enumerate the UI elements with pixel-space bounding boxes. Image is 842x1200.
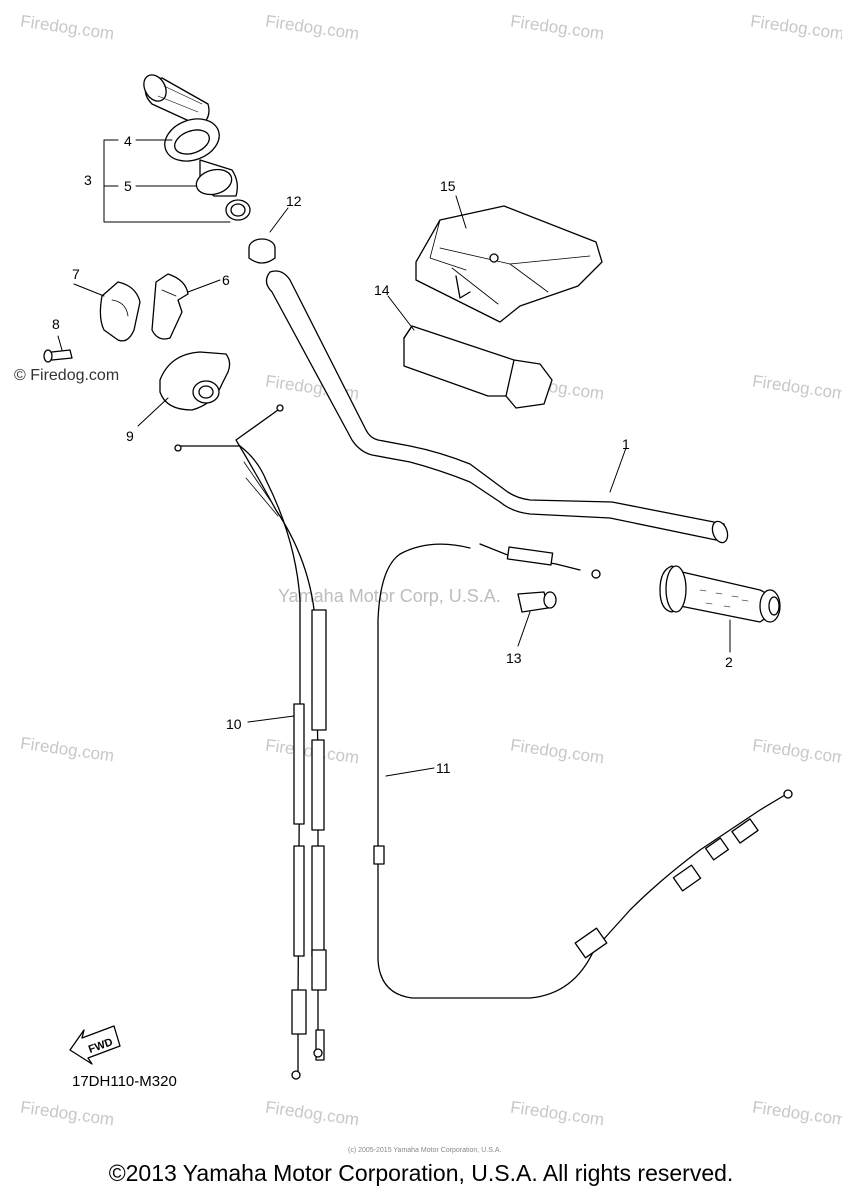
callout-3: 3 xyxy=(84,172,92,188)
watermark-center: Yamaha Motor Corp, U.S.A. xyxy=(278,586,501,606)
throttle-grip[interactable] xyxy=(139,71,210,127)
callout-11: 11 xyxy=(436,760,451,776)
handlebar-pad[interactable] xyxy=(403,325,553,409)
callout-2: 2 xyxy=(725,654,733,670)
throttle-housing-cover[interactable] xyxy=(159,351,231,411)
collar[interactable] xyxy=(248,238,276,264)
pad-cover[interactable] xyxy=(415,205,603,323)
callout-14: 14 xyxy=(374,282,390,298)
grip-flange[interactable] xyxy=(159,112,225,169)
throttle-cables[interactable] xyxy=(174,404,327,1080)
callout-6: 6 xyxy=(222,272,230,288)
callout-4: 4 xyxy=(124,133,132,149)
fwd-arrow-icon: FWD xyxy=(69,1025,121,1065)
cable-adjuster[interactable] xyxy=(517,591,557,613)
throttle-housing-lower[interactable] xyxy=(151,273,189,340)
diagram-code: 17DH110-M320 xyxy=(72,1073,177,1090)
callout-5: 5 xyxy=(124,178,132,194)
callout-9: 9 xyxy=(126,428,134,444)
leader-lines xyxy=(57,139,731,777)
callout-1: 1 xyxy=(622,436,630,452)
throttle-housing-upper[interactable] xyxy=(99,281,141,342)
callout-13: 13 xyxy=(506,650,522,666)
callout-12: 12 xyxy=(286,193,302,209)
screw[interactable] xyxy=(43,349,73,363)
copyright-notice: ©2013 Yamaha Motor Corporation, U.S.A. A… xyxy=(108,1160,734,1186)
callout-10: 10 xyxy=(226,716,242,732)
watermark-left: © Firedog.com xyxy=(14,367,120,384)
small-print: (c) 2005-2015 Yamaha Motor Corporation, … xyxy=(348,1147,502,1154)
left-grip[interactable] xyxy=(659,565,781,623)
callout-15: 15 xyxy=(440,178,456,194)
callout-8: 8 xyxy=(52,316,60,332)
clutch-cable[interactable] xyxy=(373,543,793,999)
handlebar[interactable] xyxy=(265,270,730,545)
callout-7: 7 xyxy=(72,266,80,282)
throttle-tube[interactable] xyxy=(194,159,251,221)
